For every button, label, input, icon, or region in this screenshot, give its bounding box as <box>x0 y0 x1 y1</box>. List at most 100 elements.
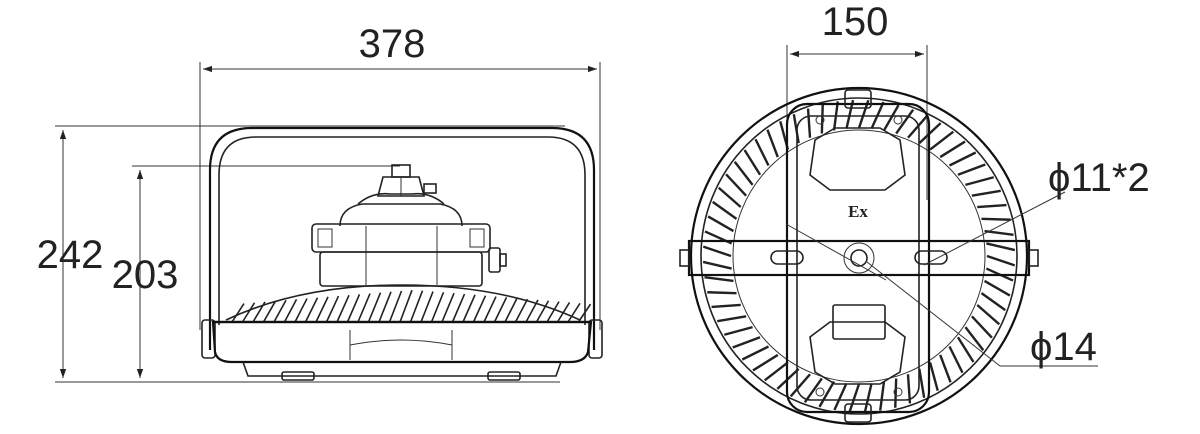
side-fin <box>409 290 424 323</box>
side-fin <box>252 301 266 323</box>
fin-line <box>948 151 977 167</box>
side-fin <box>525 299 539 323</box>
housing-inner-ring <box>700 97 1018 415</box>
fin-line <box>743 149 762 176</box>
fin-line <box>971 189 1001 197</box>
dim-378-label: 378 <box>359 22 426 66</box>
fin-line <box>983 279 1011 297</box>
side-fin <box>325 295 340 323</box>
side-fin <box>315 296 329 323</box>
fin-line <box>981 217 1011 221</box>
fin-line <box>725 173 747 197</box>
fin-line <box>766 129 779 158</box>
fin-line <box>980 292 1006 312</box>
fin-line <box>976 304 1001 326</box>
fin-line <box>702 260 732 270</box>
side-fin <box>304 297 319 323</box>
fin-line <box>704 276 734 283</box>
fin-line <box>939 140 966 159</box>
side-fin <box>388 290 403 323</box>
fin-line <box>879 381 886 411</box>
dim-150-label: 150 <box>822 0 889 44</box>
fin-line <box>964 326 985 352</box>
center-hole <box>850 249 868 267</box>
dim-203-label: 203 <box>112 253 179 297</box>
fin-line <box>803 377 823 403</box>
dimension-203: 203 <box>112 165 400 378</box>
fin-line <box>929 130 955 151</box>
fin-line <box>882 104 900 132</box>
fin-line <box>763 361 789 382</box>
side-fin <box>577 303 592 323</box>
hole-spec-label: ϕ11*2 <box>1048 156 1150 200</box>
fin-line <box>928 362 939 391</box>
fin-line <box>986 242 1016 252</box>
fin-line <box>712 200 738 220</box>
dimension-242: 242 <box>37 125 565 383</box>
fin-line <box>977 203 1007 209</box>
fin-line <box>717 315 747 323</box>
fin-line <box>752 353 779 372</box>
side-fin <box>514 298 529 323</box>
bracket <box>201 126 603 359</box>
side-fin <box>535 300 550 323</box>
side-view: 378 242 203 <box>37 22 603 383</box>
fin-line <box>971 315 993 339</box>
side-fin <box>430 292 445 323</box>
side-fin <box>451 293 466 323</box>
side-fin <box>336 294 350 323</box>
junction-box <box>311 164 507 287</box>
leader-lines: ϕ11*2 ϕ14 <box>785 156 1150 369</box>
side-fin <box>441 292 455 323</box>
fin-line <box>918 368 926 398</box>
fin-line <box>894 378 898 408</box>
side-fin <box>378 291 392 323</box>
side-fin <box>294 298 308 323</box>
fin-line <box>754 138 770 167</box>
fin-line <box>863 383 873 413</box>
fin-line <box>707 291 737 295</box>
side-fin <box>346 294 361 323</box>
side-fin <box>504 297 518 323</box>
side-fin <box>262 300 277 323</box>
side-fin <box>420 291 434 323</box>
fin-line <box>806 108 812 138</box>
ex-marking: Ex <box>848 202 868 221</box>
fin-line <box>833 382 848 411</box>
base-housing <box>211 320 593 381</box>
dim-242-label: 242 <box>37 233 104 277</box>
center-hole-label: ϕ14 <box>1030 325 1097 369</box>
fin-inner-ring <box>732 129 986 383</box>
fin-line <box>702 245 732 258</box>
fin-line <box>789 373 811 398</box>
side-fin <box>241 302 256 323</box>
fin-line <box>907 114 929 139</box>
heatsink-side <box>213 284 592 324</box>
side-fin <box>273 299 287 323</box>
side-fin <box>546 301 560 323</box>
fin-line <box>986 254 1016 267</box>
side-fin <box>399 289 413 323</box>
fin-line <box>956 336 975 363</box>
mount-slot-right <box>914 250 948 265</box>
fin-line <box>948 345 964 374</box>
front-view: 150 Ex <box>679 0 1150 426</box>
housing-outline <box>689 86 1029 426</box>
fin-line <box>818 380 836 408</box>
fin-line <box>848 383 861 413</box>
side-fin <box>367 292 382 323</box>
mounting-bar <box>679 239 1039 277</box>
fin-line <box>957 163 986 176</box>
side-fin <box>283 299 298 323</box>
side-fin <box>231 303 245 323</box>
side-fin <box>357 293 371 323</box>
fin-line <box>939 354 952 383</box>
heatsink-fins-front <box>702 99 1016 413</box>
side-fin <box>462 294 476 323</box>
mount-slot-left <box>770 250 804 265</box>
fin-line <box>711 303 741 309</box>
side-fin <box>472 295 487 323</box>
fin-line <box>895 109 915 135</box>
dimension-150: 150 <box>786 0 928 200</box>
fin-line <box>707 215 735 233</box>
